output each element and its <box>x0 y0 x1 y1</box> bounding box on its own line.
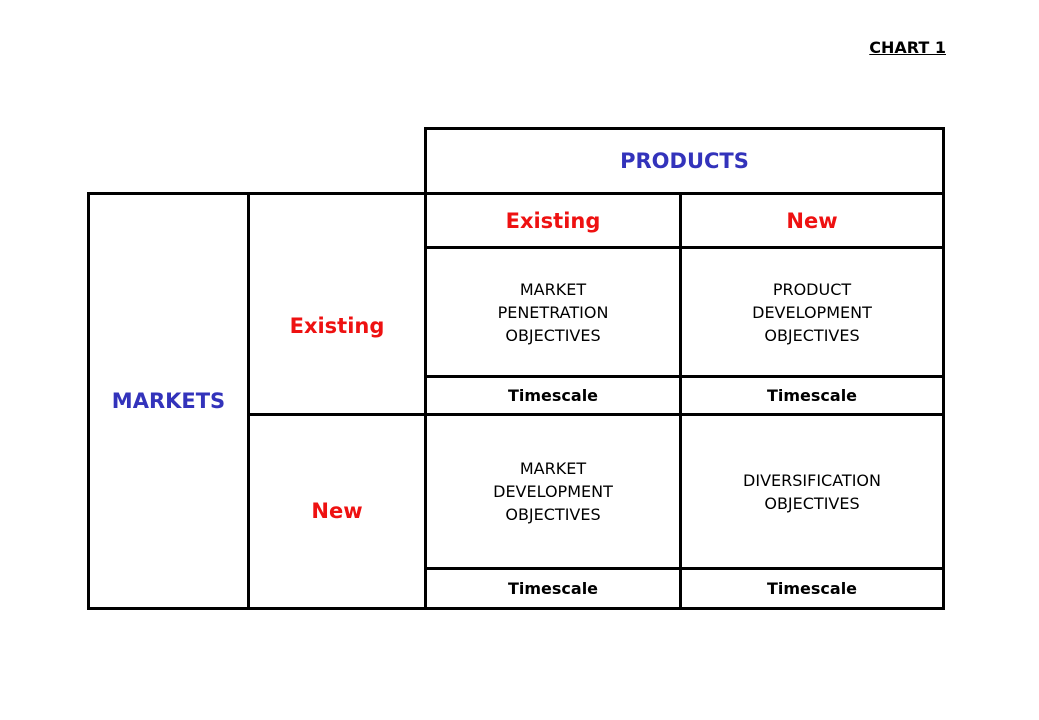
market-rows-divider <box>247 413 945 416</box>
timescale-divider-bottom <box>424 567 945 570</box>
timescale-divider-top <box>424 375 945 378</box>
quadrant-center-divider <box>679 192 682 610</box>
market-development-objectives: MARKET DEVELOPMENT OBJECTIVES <box>493 459 613 524</box>
markets-title: MARKETS <box>111 389 226 413</box>
product-columns-divider <box>424 246 945 249</box>
markets-divider <box>247 192 250 610</box>
market-existing-heading: Existing <box>289 314 385 338</box>
timescale-market-development: Timescale <box>507 579 599 598</box>
quadrant-left-divider <box>424 192 427 610</box>
market-new-heading: New <box>311 499 363 523</box>
product-development-objectives: PRODUCT DEVELOPMENT OBJECTIVES <box>752 279 872 345</box>
products-title: PRODUCTS <box>620 149 749 173</box>
chart-label: CHART 1 <box>869 38 946 57</box>
timescale-diversification: Timescale <box>766 579 858 598</box>
diversification-objectives: DIVERSIFICATION OBJECTIVES <box>743 470 881 513</box>
market-penetration-objectives: MARKET PENETRATION OBJECTIVES <box>497 279 609 345</box>
matrix-body-box <box>87 192 945 610</box>
product-new-heading: New <box>786 208 838 233</box>
timescale-product-development: Timescale <box>766 386 858 405</box>
product-existing-heading: Existing <box>505 208 601 233</box>
timescale-market-penetration: Timescale <box>507 386 599 405</box>
